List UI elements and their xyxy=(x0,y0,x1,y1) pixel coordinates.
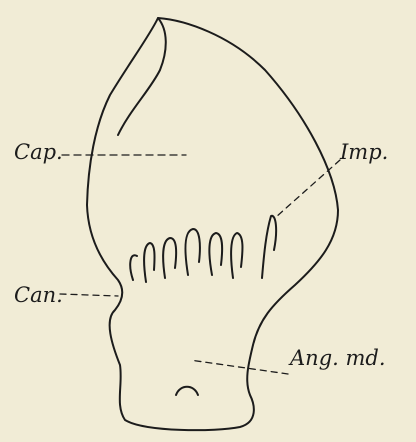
muscle-impression-7 xyxy=(262,216,276,278)
ang-md-leader-line xyxy=(190,360,288,374)
label-ang-md: Ang. md. xyxy=(290,348,386,369)
label-imp: Imp. xyxy=(340,142,388,163)
small-arc xyxy=(176,387,198,395)
label-cap: Cap. xyxy=(14,142,63,163)
muscle-impression-3 xyxy=(163,238,176,278)
muscle-impression-5 xyxy=(209,233,222,275)
muscle-impression-1 xyxy=(130,255,137,280)
muscle-impression-2 xyxy=(144,243,154,282)
can-leader-line xyxy=(60,294,118,296)
muscle-impression-4 xyxy=(185,229,199,275)
imp-leader-line xyxy=(276,160,340,217)
shell-inner-fold xyxy=(118,18,166,135)
label-can: Can. xyxy=(14,285,63,306)
muscle-impression-6 xyxy=(231,233,242,278)
